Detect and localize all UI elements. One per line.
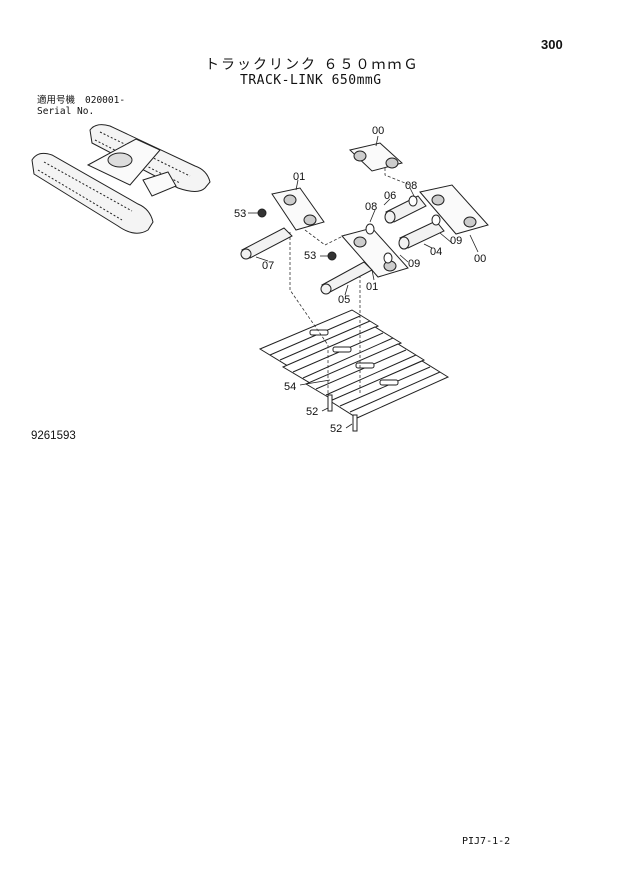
callout-06: 06 bbox=[384, 190, 396, 202]
track-link-00-right bbox=[419, 184, 489, 235]
callout-01-top: 01 bbox=[293, 171, 305, 183]
nuts-bolts bbox=[257, 208, 358, 432]
serial-block: 適用号機 020001- Serial No. bbox=[37, 95, 125, 117]
track-shoe-plates bbox=[258, 309, 450, 419]
callout-52-a: 52 bbox=[306, 406, 318, 418]
serial-value: 020001- bbox=[85, 95, 126, 106]
drawing-number: 9261593 bbox=[31, 430, 76, 442]
callout-09-b: 09 bbox=[408, 258, 420, 270]
seals bbox=[365, 195, 441, 264]
callout-52-b: 52 bbox=[330, 423, 342, 435]
title-english: TRACK-LINK 650mmG bbox=[240, 73, 382, 88]
serial-label-en: Serial No. bbox=[37, 106, 95, 117]
page-number: 300 bbox=[541, 37, 563, 52]
callout-54: 54 bbox=[284, 381, 296, 393]
callout-08-a: 08 bbox=[365, 201, 377, 213]
leader-lines bbox=[248, 135, 479, 429]
callout-07: 07 bbox=[262, 260, 274, 272]
track-link-00-top bbox=[348, 142, 404, 172]
callout-53-mid: 53 bbox=[304, 250, 316, 262]
callout-08-b: 08 bbox=[405, 180, 417, 192]
undercarriage-thumbnail bbox=[31, 124, 211, 234]
callout-53-top: 53 bbox=[234, 208, 246, 220]
callout-04: 04 bbox=[430, 246, 442, 258]
callout-01-mid: 01 bbox=[366, 281, 378, 293]
footer-code: PIJ7-1-2 bbox=[462, 836, 511, 847]
callout-05: 05 bbox=[338, 294, 350, 306]
callout-00-top: 00 bbox=[372, 125, 384, 137]
callout-09-a: 09 bbox=[450, 235, 462, 247]
serial-label-jp: 適用号機 bbox=[37, 95, 76, 106]
callout-00-right: 00 bbox=[474, 253, 486, 265]
track-link-01-top bbox=[271, 187, 325, 231]
track-link-01-mid bbox=[341, 227, 409, 278]
title-japanese: トラックリンク ６５０ｍｍＧ bbox=[205, 57, 420, 73]
